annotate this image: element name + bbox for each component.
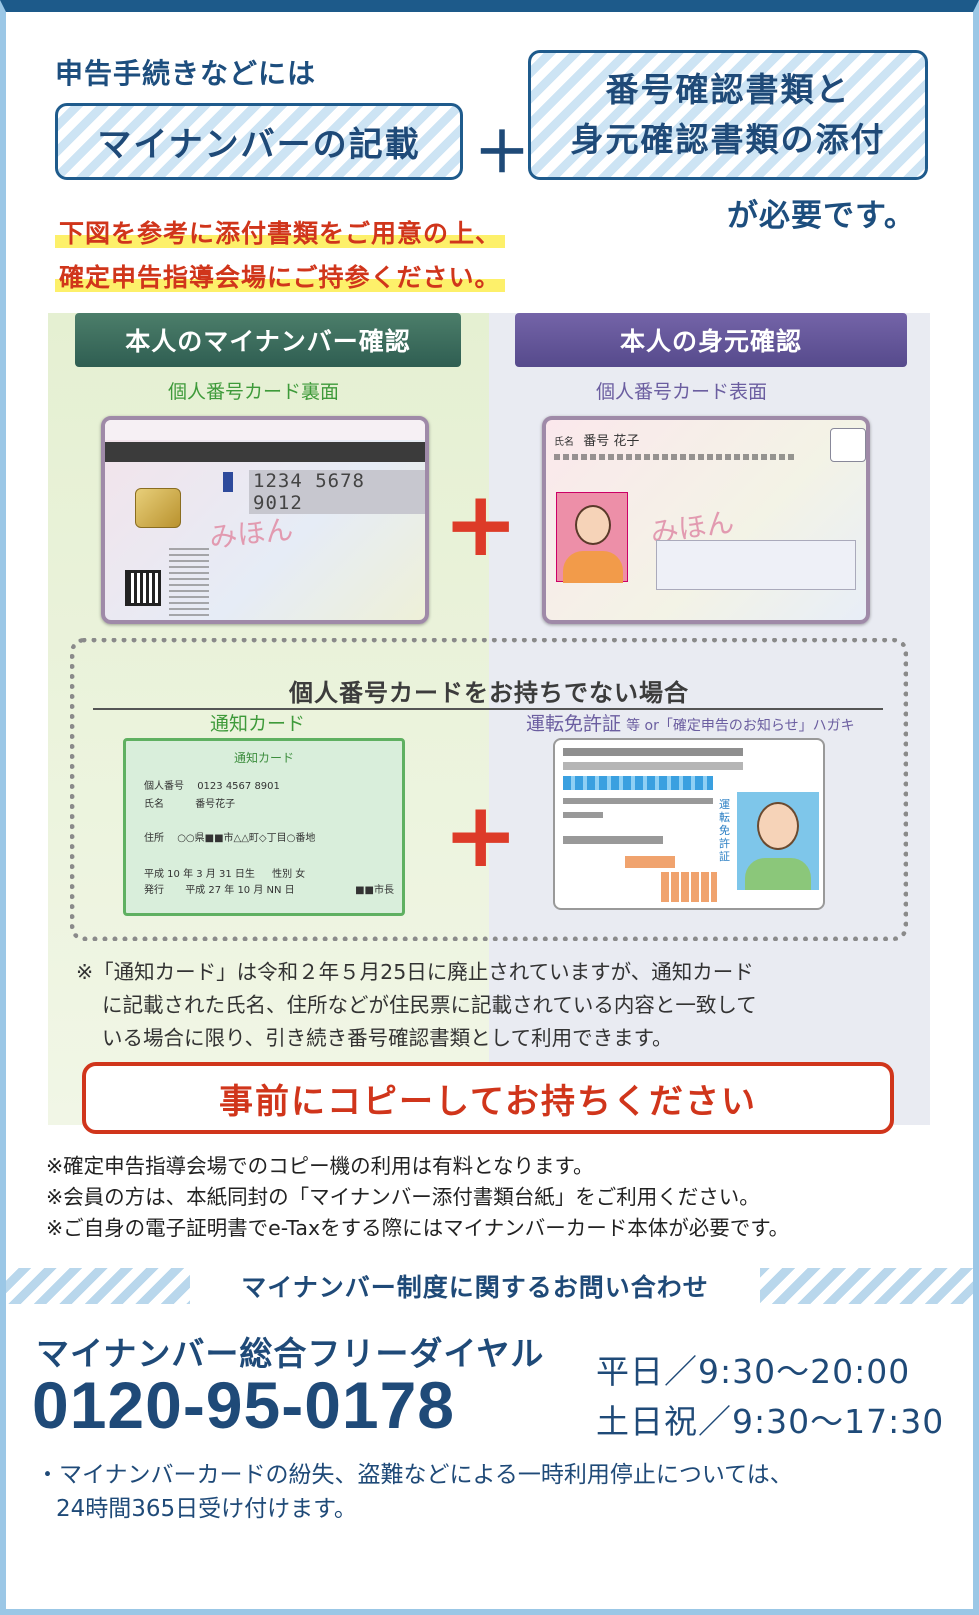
notice-sex: 性別 女 <box>272 869 306 880</box>
hours-weekend: 土日祝／9:30〜17:30 <box>596 1402 945 1441</box>
plus-icon-2: + <box>443 783 519 888</box>
intro-text: 申告手続きなどには <box>55 57 317 90</box>
suspension-note: ・マイナンバーカードの紛失、盗難などによる一時利用停止については、 24時間36… <box>36 1458 793 1526</box>
notice-name-label: 氏名 <box>144 799 164 810</box>
document-panel: 本人のマイナンバー確認 本人の身元確認 個人番号カード裏面 個人番号カード表面 … <box>48 313 930 1125</box>
card-holder-name: 番号 花子 <box>583 434 640 449</box>
mynumber-card-front-image: 氏名 番号 花子 みほん <box>542 416 870 624</box>
hours-weekday: 平日／9:30〜20:00 <box>596 1352 911 1391</box>
red-instruction-line1: 下図を参考に添付書類をご用意の上、 <box>55 219 506 248</box>
license-label-row: 運転免許証 等 or「確定申告のお知らせ」ハガキ <box>526 709 855 736</box>
notice-card-image: 通知カード 個人番号 0123 4567 8901 氏名 番号花子 住所 ○○県… <box>123 738 405 916</box>
notice-issuer: ■■市長 <box>355 885 394 896</box>
drivers-license-image: 運転免許証 <box>553 738 825 910</box>
mynumber-box: マイナンバーの記載 <box>55 103 463 180</box>
mynumber-check-tab: 本人のマイナンバー確認 <box>75 313 461 367</box>
sample-stamp: みほん <box>207 512 295 555</box>
license-suffix: 等 or「確定申告のお知らせ」ハガキ <box>626 718 855 734</box>
qr-code-icon <box>125 570 161 606</box>
license-portrait <box>737 792 819 890</box>
card-front-label: 個人番号カード表面 <box>596 381 768 403</box>
suspension-note-line1: ・マイナンバーカードの紛失、盗難などによる一時利用停止については、 <box>36 1462 793 1488</box>
divider <box>93 708 883 710</box>
notice-number-label: 個人番号 <box>144 781 184 792</box>
note-item: ※会員の方は、本紙同封の「マイナンバー添付書類台紙」をご利用ください。 <box>46 1185 760 1209</box>
note-item: ※ご自身の電子証明書でe-Taxをする際にはマイナンバーカード本体が必要です。 <box>46 1216 790 1240</box>
required-text: が必要です。 <box>727 198 916 234</box>
documents-box-line1: 番号確認書類と <box>605 70 851 109</box>
notice-birth: 平成 10 年 3 月 31 日生 <box>144 869 255 880</box>
notice-card-title: 通知カード <box>234 751 295 765</box>
copy-in-advance-banner: 事前にコピーしてお持ちください <box>82 1062 894 1134</box>
notice-card-disclaimer: ※「通知カード」は令和２年５月25日に廃止されていますが、通知カード に記載され… <box>76 956 911 1055</box>
suspension-note-line2: 24時間365日受け付けます。 <box>56 1496 357 1522</box>
no-card-title: 個人番号カードをお持ちでない場合 <box>289 679 689 707</box>
notice-issue: 平成 27 年 10 月 NN 日 <box>185 885 295 896</box>
disclaimer-line3: いる場合に限り、引き続き番号確認書類として利用できます。 <box>102 1026 673 1050</box>
card-name-label: 氏名 <box>554 437 574 448</box>
documents-box: 番号確認書類と 身元確認書類の添付 <box>528 50 928 180</box>
identity-check-tab: 本人の身元確認 <box>515 313 907 367</box>
contact-heading: マイナンバー制度に関するお問い合わせ <box>190 1265 760 1307</box>
notes-list: ※確定申告指導会場でのコピー機の利用は有料となります。 ※会員の方は、本紙同封の… <box>46 1151 789 1244</box>
portrait-photo <box>556 492 628 583</box>
plus-sign: ＋ <box>474 121 530 186</box>
free-dial-number[interactable]: 0120-95-0178 <box>32 1368 456 1442</box>
notice-card-label: 通知カード <box>210 713 306 735</box>
mynumber-card-back-image: 1234 5678 9012 みほん <box>101 416 429 624</box>
free-dial-name: マイナンバー総合フリーダイヤル <box>36 1334 545 1373</box>
disclaimer-line2: に記載された氏名、住所などが住民票に記載されている内容と一致して <box>102 993 757 1017</box>
no-card-section <box>70 638 908 941</box>
license-label: 運転免許証 <box>526 713 622 735</box>
ic-chip-icon <box>135 488 181 528</box>
plus-icon: + <box>443 472 519 577</box>
notice-address-label: 住所 <box>144 833 164 844</box>
license-vertical-text: 運転免許証 <box>719 798 730 863</box>
red-instruction: 下図を参考に添付書類をご用意の上、 確定申告指導会場にご持参ください。 <box>55 212 506 300</box>
notice-number: 0123 4567 8901 <box>197 781 280 792</box>
card-back-label: 個人番号カード裏面 <box>168 381 340 403</box>
notice-name: 番号花子 <box>195 799 236 810</box>
red-instruction-line2: 確定申告指導会場にご持参ください。 <box>55 263 505 292</box>
documents-box-line2: 身元確認書類の添付 <box>570 120 886 159</box>
notice-address: ○○県■■市△△町◇丁目○番地 <box>177 833 316 844</box>
card-number: 1234 5678 9012 <box>249 470 425 514</box>
disclaimer-line1: ※「通知カード」は令和２年５月25日に廃止されていますが、通知カード <box>76 960 754 984</box>
business-hours: 平日／9:30〜20:00 土日祝／9:30〜17:30 <box>596 1347 944 1447</box>
notice-issue-label: 発行 <box>144 885 164 896</box>
note-item: ※確定申告指導会場でのコピー機の利用は有料となります。 <box>46 1154 594 1178</box>
